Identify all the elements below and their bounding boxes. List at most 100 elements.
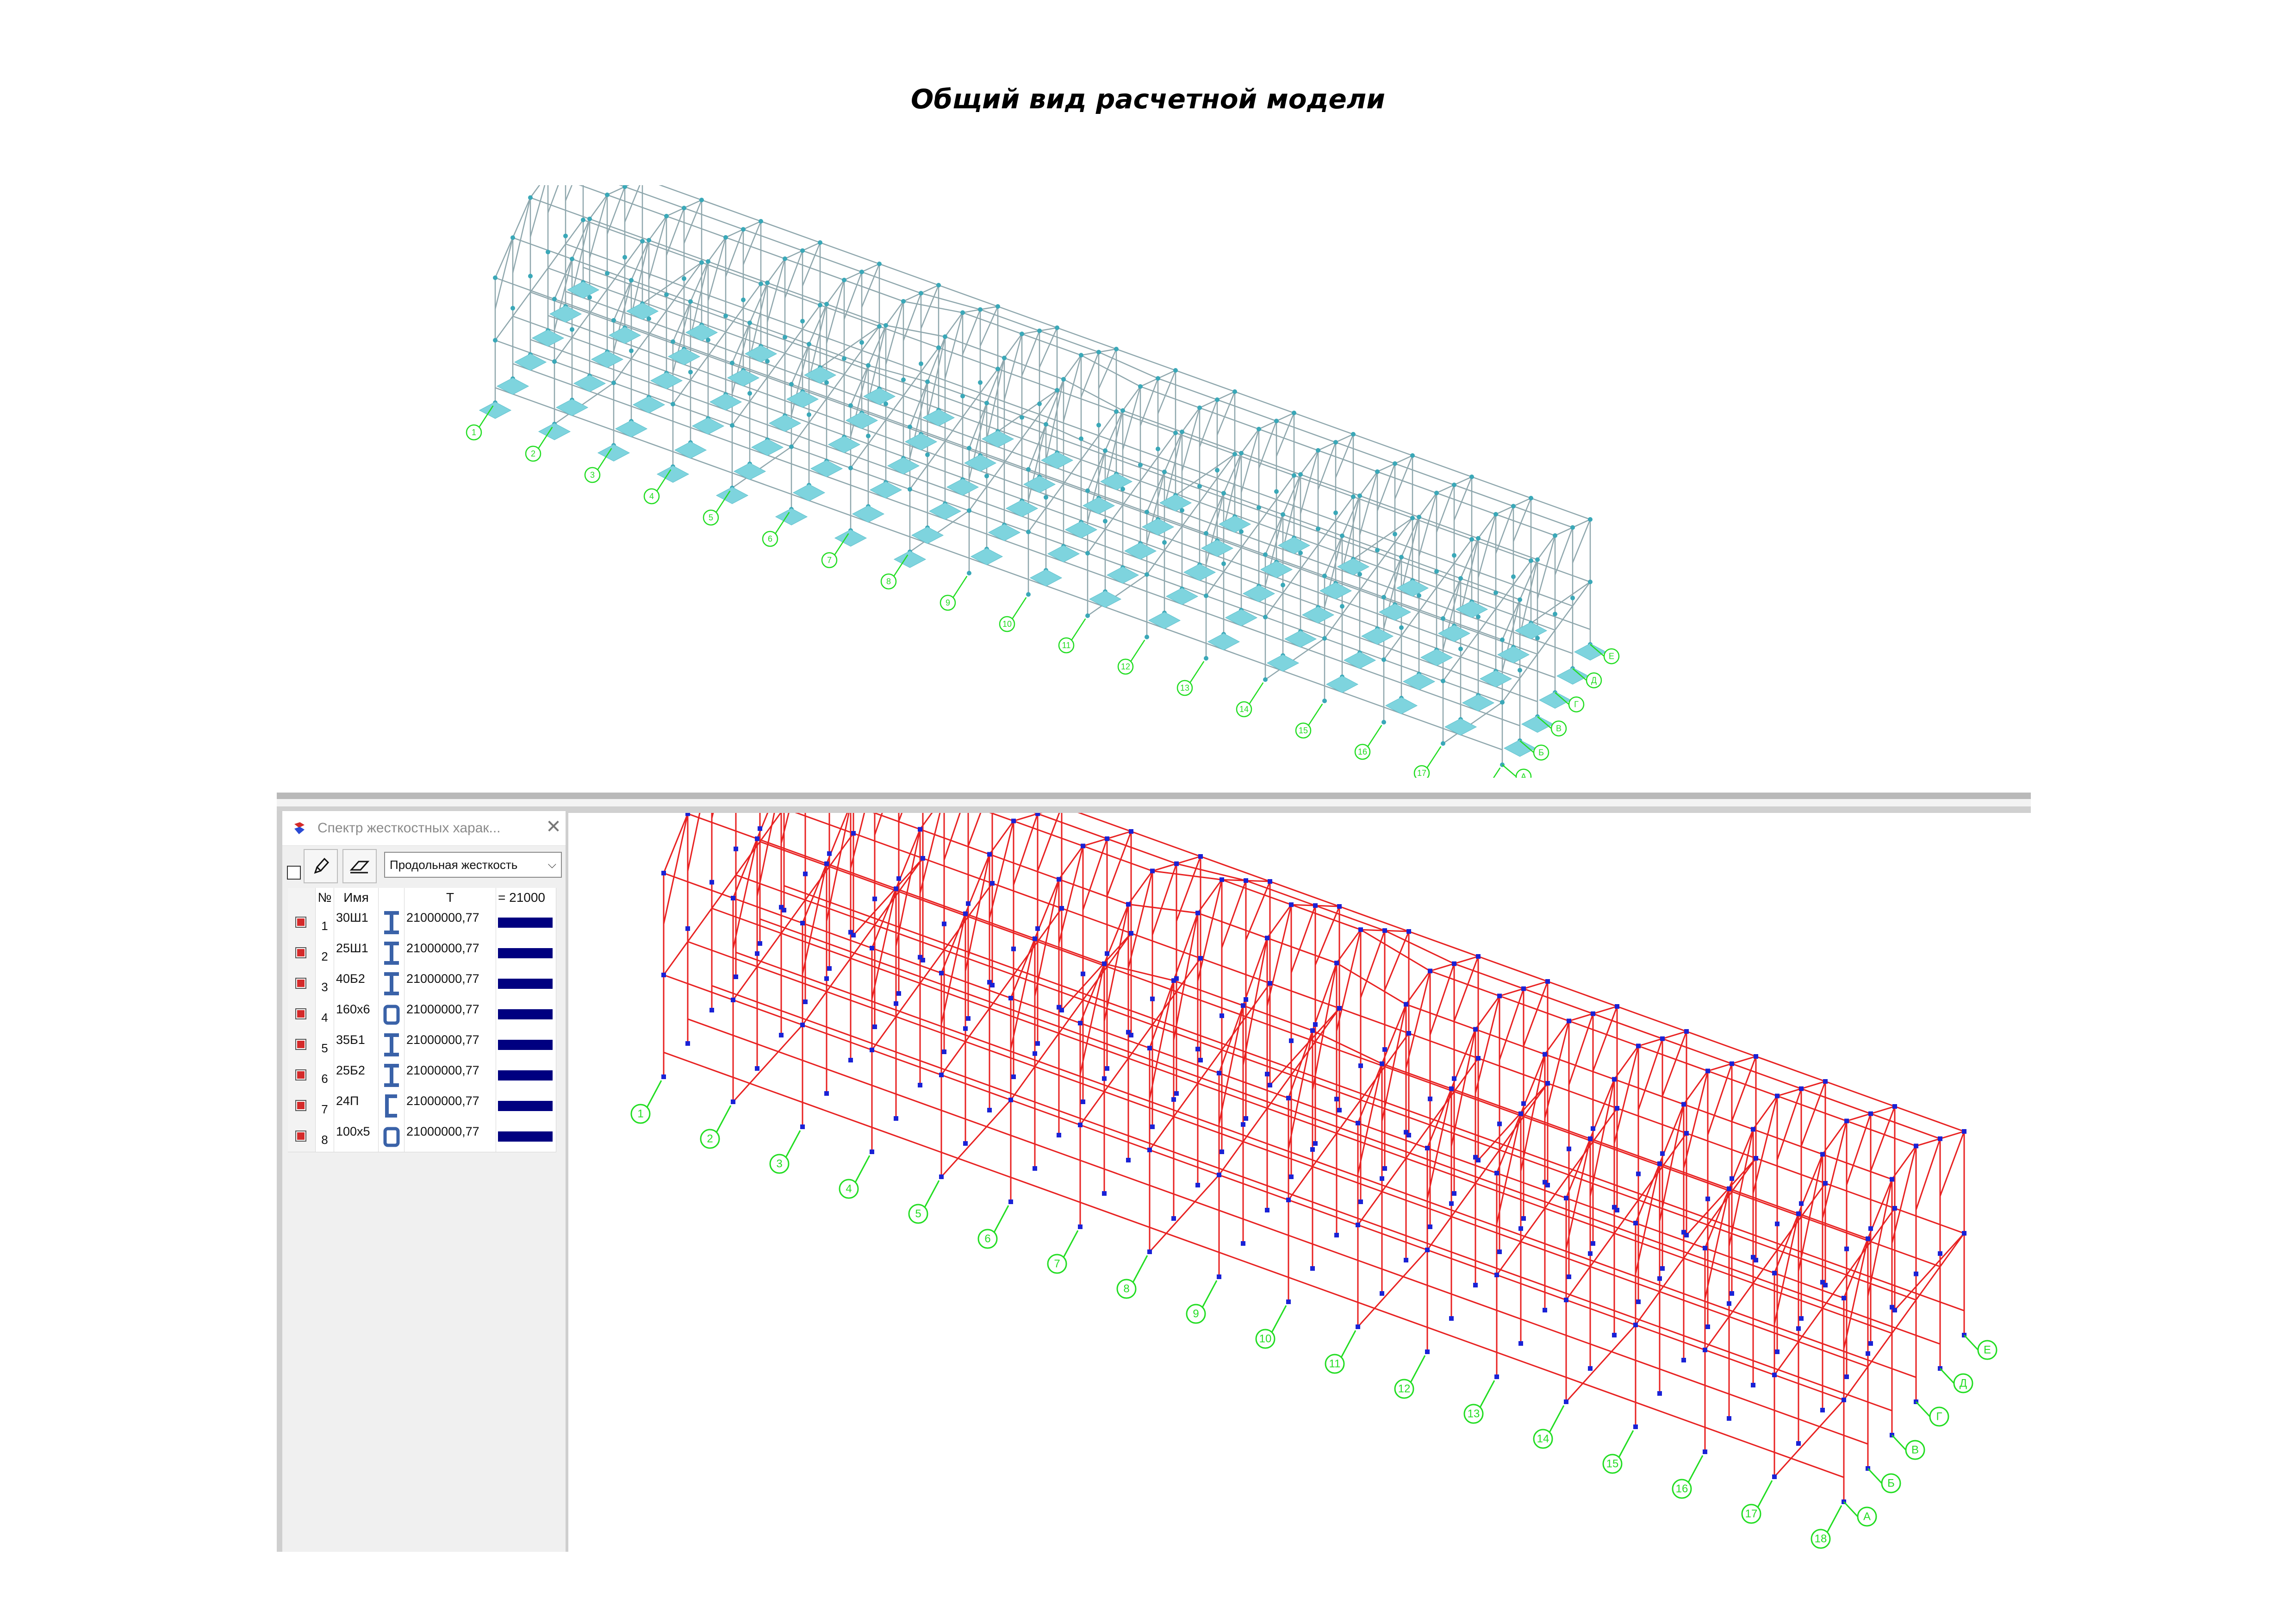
row-checkbox-cell xyxy=(288,1121,316,1152)
frame-node xyxy=(1334,961,1339,966)
frame-node xyxy=(1081,971,1085,976)
axis-leader xyxy=(1367,725,1382,747)
frame-member xyxy=(760,331,821,353)
frame-member xyxy=(1269,982,1340,1009)
frame-node xyxy=(1195,911,1200,916)
frame-member xyxy=(980,309,1040,331)
frame-node xyxy=(1529,496,1533,500)
frame-member xyxy=(1523,981,1549,1047)
frame-member xyxy=(512,197,531,238)
frame-node xyxy=(918,827,922,832)
frame-member xyxy=(1495,513,1556,537)
row-checkbox[interactable] xyxy=(295,1100,306,1111)
frame-member xyxy=(1152,870,1222,881)
frame-member xyxy=(1033,813,1038,815)
frame-member xyxy=(732,838,758,949)
frame-member xyxy=(749,282,768,323)
frame-member xyxy=(1381,1158,1407,1192)
frame-member xyxy=(1659,1291,1730,1318)
frame-member xyxy=(1729,1393,1799,1420)
frame-member xyxy=(1122,504,1182,527)
frame-member xyxy=(1324,535,1343,576)
row-checkbox[interactable] xyxy=(295,947,306,958)
frame-node xyxy=(1081,843,1085,849)
column-header-section[interactable] xyxy=(379,888,404,907)
frame-member xyxy=(1291,904,1361,931)
frame-member xyxy=(1087,574,1147,617)
row-checkbox[interactable] xyxy=(295,978,306,989)
frame-member xyxy=(1242,937,1268,1065)
column-header-name[interactable]: Имя xyxy=(334,888,379,907)
frame-member xyxy=(1478,680,1538,702)
frame-member xyxy=(1495,656,1556,678)
frame-member xyxy=(1149,1047,1220,1074)
frame-member xyxy=(1513,631,1573,654)
row-scale-cell xyxy=(496,999,556,1030)
frame-member xyxy=(1217,391,1235,400)
frame-node xyxy=(1428,1096,1432,1101)
row-checkbox[interactable] xyxy=(295,1008,306,1019)
frame-member xyxy=(1146,550,1165,575)
axis-marker-circle xyxy=(977,1229,998,1249)
frame-member xyxy=(826,374,845,399)
frame-node xyxy=(1382,1047,1387,1052)
frame-member xyxy=(1381,1191,1452,1218)
column-header-t[interactable]: T xyxy=(404,888,496,907)
frame-member xyxy=(1537,535,1556,560)
frame-node xyxy=(730,423,734,428)
frame-member xyxy=(1357,1063,1383,1174)
frame-member xyxy=(1383,659,1444,682)
axis-label: 11 xyxy=(1062,641,1071,650)
stiffness-mode-select[interactable]: Продольная жесткость ⌵ xyxy=(384,852,562,878)
frame-member xyxy=(896,1093,966,1120)
axis-label: 2 xyxy=(707,1133,713,1145)
select-all-checkbox[interactable] xyxy=(287,866,301,880)
row-checkbox[interactable] xyxy=(295,1131,306,1142)
close-button[interactable]: ✕ xyxy=(546,817,561,837)
frame-node xyxy=(1469,537,1474,542)
column-header-number[interactable]: № xyxy=(316,888,334,907)
frame-member xyxy=(1152,863,1177,872)
frame-member xyxy=(1429,1091,1455,1125)
frame-member xyxy=(1520,1113,1591,1140)
frame-member xyxy=(1443,701,1503,744)
pencil-button[interactable] xyxy=(304,849,338,883)
frame-member xyxy=(921,284,939,294)
frame-member xyxy=(874,813,883,835)
frame-member xyxy=(1752,1095,1778,1130)
row-checkbox[interactable] xyxy=(295,1069,306,1081)
frame-node xyxy=(1358,1199,1363,1204)
frame-member xyxy=(1430,970,1500,997)
frame-member xyxy=(565,185,572,201)
frame-node xyxy=(1633,1323,1638,1327)
frame-node xyxy=(1393,531,1397,537)
frame-member xyxy=(1104,410,1124,451)
frame-member xyxy=(530,291,590,314)
row-checkbox[interactable] xyxy=(295,917,306,928)
frame-node xyxy=(685,926,690,931)
frame-member xyxy=(922,857,993,884)
frame-member xyxy=(1276,412,1295,457)
frame-node xyxy=(1215,468,1220,473)
frame-node xyxy=(1145,635,1149,639)
frame-node xyxy=(800,1023,805,1027)
eraser-button[interactable] xyxy=(342,849,377,883)
frame-member xyxy=(1242,937,1268,1006)
column-header-scale[interactable]: = 21000 xyxy=(496,888,556,907)
frame-member xyxy=(1774,1272,1844,1299)
row-checkbox[interactable] xyxy=(295,1039,306,1050)
frame-node xyxy=(1553,533,1557,538)
frame-member xyxy=(672,380,691,405)
row-stiffness-value: 21000000,77 xyxy=(404,999,496,1030)
frame-member xyxy=(548,267,608,290)
frame-member xyxy=(742,283,762,308)
